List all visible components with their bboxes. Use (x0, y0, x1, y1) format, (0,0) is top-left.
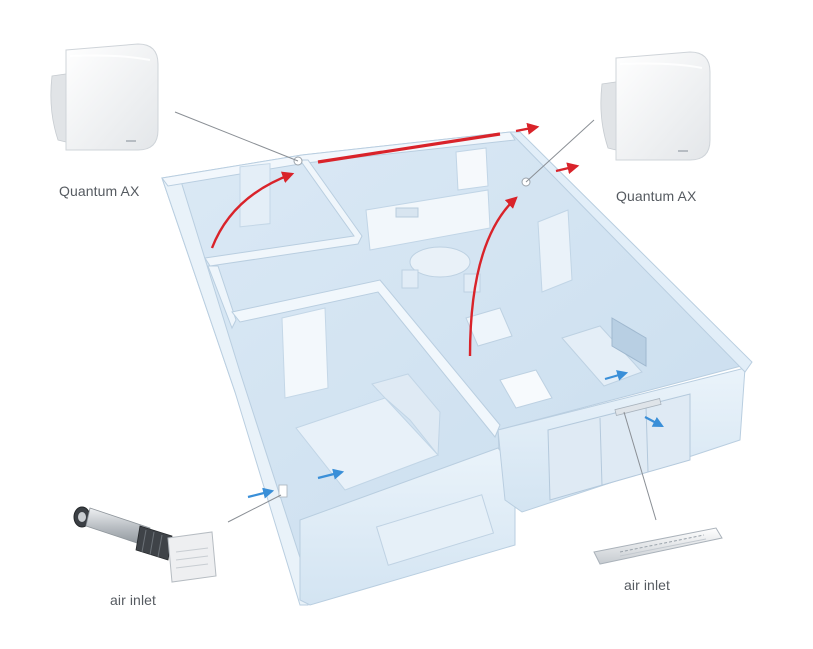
supply-arrow-living-outside (644, 416, 664, 428)
tv (611, 317, 647, 367)
bathroom-wall (204, 159, 363, 267)
dining-chair (401, 269, 419, 289)
fan-label-right: Quantum AX (616, 188, 697, 204)
bedroom-window (375, 494, 495, 566)
exhaust-arrow-kitchen (468, 196, 518, 357)
exhaust-duct (317, 132, 501, 164)
living-door (537, 209, 573, 293)
callout-lines (174, 111, 657, 523)
supply-arrow-bedroom-inside (317, 468, 345, 480)
hall-wall (207, 265, 237, 330)
wardrobe (281, 307, 329, 399)
quantum-ax-fan-icon (600, 51, 711, 161)
kitchen-counter (365, 189, 491, 251)
bed-headboard (371, 373, 441, 457)
fridge (455, 147, 489, 191)
exhaust-arrow-bathroom (210, 171, 295, 249)
kitchen-sink (395, 207, 419, 218)
armchair (465, 307, 513, 347)
bathroom-door (239, 163, 271, 228)
window-inlet-on-wall (614, 398, 662, 416)
callout-inlet-left (227, 494, 282, 523)
exhaust-arrow-out-1 (515, 122, 540, 135)
coffee-table (499, 369, 553, 409)
callout-inlet-right (623, 411, 657, 521)
callout-fan-right (525, 119, 595, 183)
callout-fan-left (174, 111, 299, 162)
wall-air-inlet-icon (73, 506, 217, 583)
supply-arrow-bedroom-outside (247, 487, 275, 499)
supply-arrow-living-inside (604, 370, 629, 381)
exhaust-arrow-out-2 (555, 162, 580, 175)
dining-table (409, 246, 471, 278)
quantum-ax-fan-icon (50, 43, 159, 151)
inlet-label-left: air inlet (110, 592, 157, 608)
window-air-inlet-icon (593, 527, 723, 565)
bedroom-wall (231, 279, 501, 438)
air-flow-arrows (210, 122, 664, 499)
wall-inlet-on-wall (278, 484, 288, 498)
inlet-label-right: air inlet (624, 577, 671, 593)
fan-label-left: Quantum AX (59, 183, 140, 199)
